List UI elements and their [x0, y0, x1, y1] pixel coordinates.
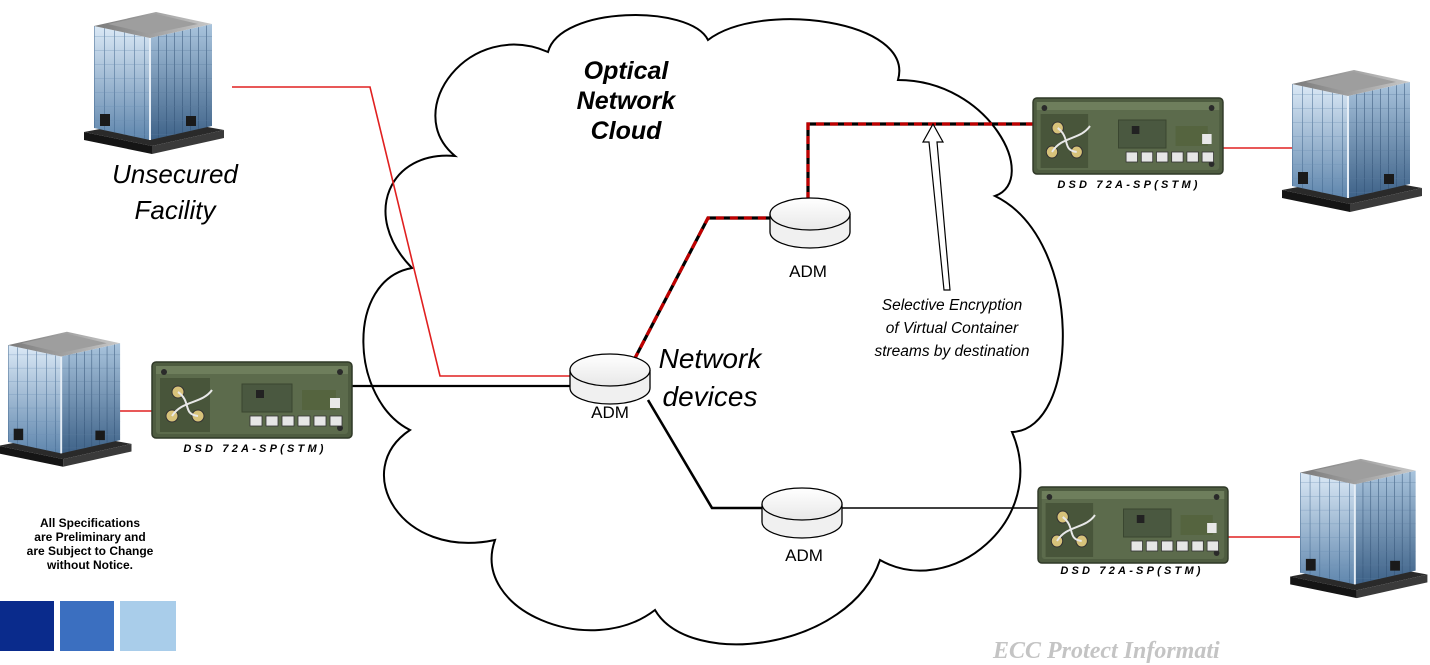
cloud-title-line-2: Network	[576, 87, 676, 115]
network-devices-line-2: devices	[662, 381, 758, 412]
notice-line-4: without Notice.	[47, 558, 133, 572]
brand-block-dark	[0, 601, 54, 651]
notice-line-2: are Preliminary and	[34, 530, 146, 544]
selective-line-3: streams by destination	[874, 343, 1030, 360]
device-model-left: DSD 72A-SP(STM)	[183, 443, 327, 455]
adm-lower-label: ADM	[785, 546, 823, 565]
network-diagram: Optical Network Cloud Unsecured Facility…	[0, 11, 1429, 664]
footer-brand-text: ECC Protect Informati	[993, 638, 1220, 664]
optical-network-cloud	[362, 14, 1064, 646]
link-adm-lower	[646, 399, 762, 510]
unsecured-line-2: Facility	[134, 195, 216, 225]
device-model-bottom-right: DSD 72A-SP(STM)	[1060, 565, 1204, 577]
brand-block-light	[120, 601, 176, 651]
encryptor-left-icon	[151, 361, 353, 439]
adm-upper	[769, 197, 851, 249]
adm-center-label: ADM	[591, 403, 629, 422]
link-unsecured-facility	[232, 86, 570, 377]
building-top-right-icon	[1281, 69, 1423, 213]
encryptor-bottom-right-icon	[1037, 486, 1229, 564]
selective-encryption-label: Selective Encryption of Virtual Containe…	[836, 294, 1068, 363]
cloud-title-line-1: Optical	[583, 57, 669, 85]
building-bottom-right-icon	[1289, 457, 1429, 600]
adm-upper-label: ADM	[789, 262, 827, 281]
preliminary-notice: All Specifications are Preliminary and a…	[0, 516, 180, 572]
cloud-title: Optical Network Cloud	[548, 56, 704, 146]
building-left-icon	[0, 330, 133, 468]
cloud-title-line-3: Cloud	[590, 117, 662, 145]
selective-line-2: of Virtual Container	[885, 320, 1019, 337]
notice-line-3: are Subject to Change	[26, 544, 154, 558]
encryptor-top-right-icon	[1032, 97, 1224, 175]
unsecured-facility-label: Unsecured Facility	[60, 156, 290, 228]
brand-block-mid	[60, 601, 114, 651]
adm-lower	[761, 487, 843, 539]
network-devices-label: Network devices	[630, 340, 790, 416]
device-model-top-right: DSD 72A-SP(STM)	[1057, 179, 1201, 191]
unsecured-line-1: Unsecured	[112, 159, 238, 189]
notice-line-1: All Specifications	[39, 516, 141, 530]
network-devices-line-1: Network	[658, 343, 762, 374]
selective-line-1: Selective Encryption	[881, 297, 1023, 314]
building-unsecured-icon	[83, 11, 225, 155]
selective-encryption-arrow	[921, 122, 951, 291]
